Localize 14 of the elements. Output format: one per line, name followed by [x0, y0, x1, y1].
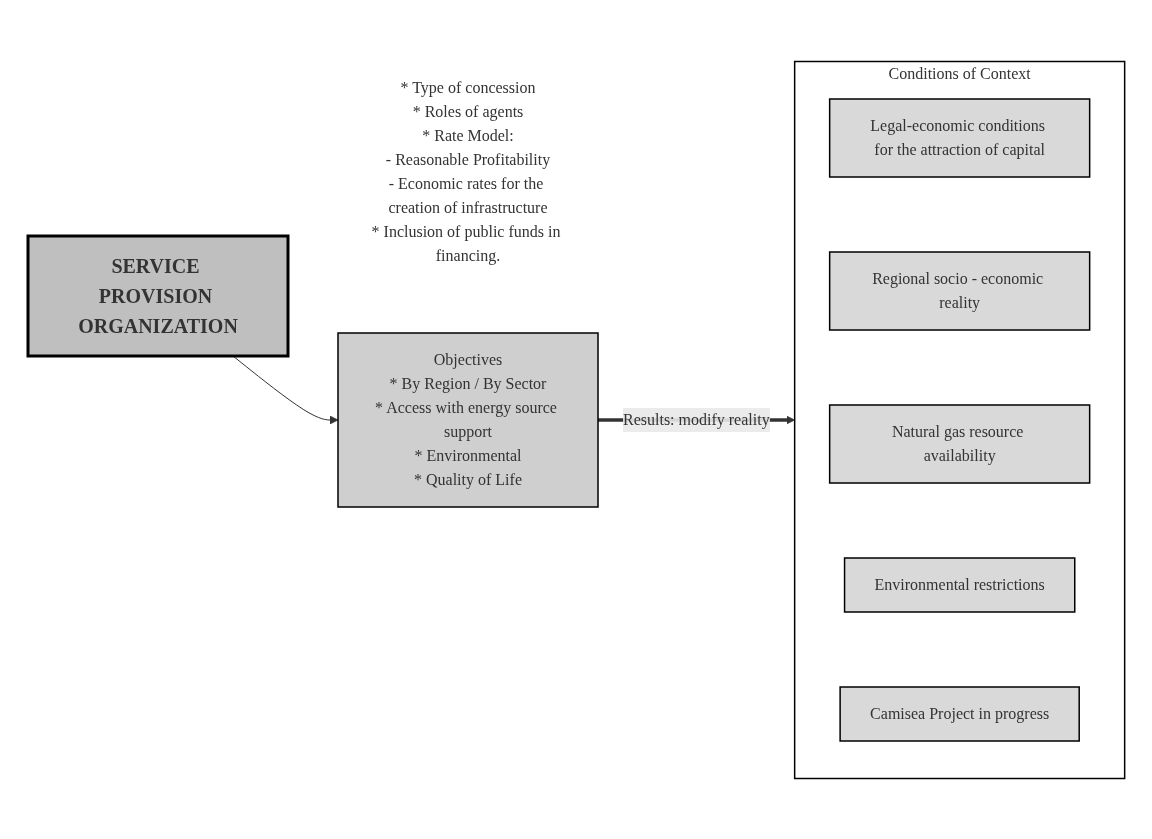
node-box: Camisea Project in progress — [839, 686, 1080, 742]
node-box: Environmental restrictions — [843, 557, 1076, 613]
edge-label: Results: modify reality — [622, 410, 770, 428]
node-box: Legal-economic conditions for the attraction of capital — [828, 98, 1091, 178]
node-box: Natural gas resource availability — [828, 404, 1091, 484]
node-label: * Inclusion of public funds in financing. — [371, 222, 561, 264]
node-label: - Economic rates for the creation of infrastructure — [388, 174, 548, 216]
node-box: Objectives * By Region / By Sector * Access with energy source support * Environmental * Quality of Life — [336, 332, 599, 508]
node-label: * Type of concession — [400, 78, 536, 96]
node-label: * Roles of agents — [412, 102, 523, 120]
node-box: SERVICE PROVISION ORGANIZATION — [26, 234, 290, 358]
node-label: - Reasonable Profitability — [385, 150, 550, 168]
node-label: * Rate Model: — [421, 126, 514, 144]
node-box: Regional socio - economic reality — [828, 251, 1091, 331]
